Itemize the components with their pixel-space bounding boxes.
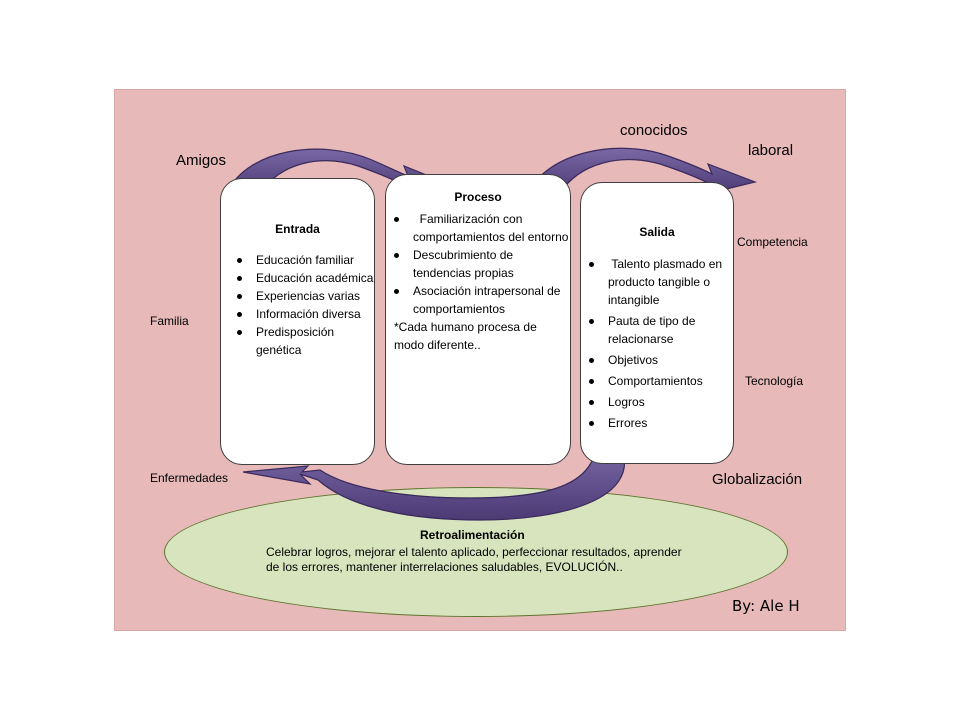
label-enfermedades: Enfermedades bbox=[150, 471, 229, 485]
label-conocidos: conocidos bbox=[620, 122, 688, 139]
entrada-box: Entrada Educación familiar Educación aca… bbox=[220, 178, 375, 465]
list-item: Experiencias varias bbox=[237, 287, 374, 305]
list-item: Comportamientos bbox=[589, 372, 733, 390]
label-globalizacion: Globalización bbox=[712, 471, 803, 488]
list-item: Información diversa bbox=[237, 305, 374, 323]
list-item: Predisposición genética bbox=[237, 323, 374, 359]
list-item: Asociación intrapersonal de comportamien… bbox=[394, 282, 570, 318]
list-item: Errores bbox=[589, 414, 733, 432]
list-item: Familiarización con comportamientos del … bbox=[394, 212, 569, 244]
list-item: Descubrimiento de tendencias propias bbox=[394, 246, 570, 282]
retroalimentacion-text: Celebrar logros, mejorar el talento apli… bbox=[266, 545, 682, 574]
proceso-note: *Cada humano procesa de modo diferente.. bbox=[394, 320, 537, 352]
label-laboral: laboral bbox=[748, 142, 794, 159]
salida-list: Talento plasmado en producto tangible o … bbox=[589, 255, 733, 432]
salida-box: Salida Talento plasmado en producto tang… bbox=[580, 182, 734, 464]
list-item: Educación académica bbox=[237, 271, 374, 285]
proceso-list: Familiarización con comportamientos del … bbox=[394, 210, 570, 318]
entrada-title: Entrada bbox=[275, 222, 320, 236]
list-item: Talento plasmado en producto tangible o … bbox=[589, 255, 733, 309]
retroalimentacion-title: Retroalimentación bbox=[420, 528, 525, 542]
proceso-box: Proceso Familiarización con comportamien… bbox=[385, 174, 571, 465]
proceso-title: Proceso bbox=[454, 190, 502, 204]
list-item: Logros bbox=[589, 393, 733, 411]
entrada-list: Educación familiar Educación académica E… bbox=[237, 251, 374, 359]
label-tecnologia: Tecnología bbox=[745, 374, 804, 388]
label-amigos: Amigos bbox=[176, 152, 227, 169]
list-item: Educación familiar bbox=[237, 251, 374, 269]
label-familia: Familia bbox=[150, 314, 189, 328]
salida-title: Salida bbox=[639, 225, 675, 239]
label-competencia: Competencia bbox=[737, 235, 808, 249]
author-signature: By: Ale H bbox=[732, 597, 800, 615]
list-item: Objetivos bbox=[589, 351, 733, 369]
list-item: Pauta de tipo de relacionarse bbox=[589, 312, 733, 348]
